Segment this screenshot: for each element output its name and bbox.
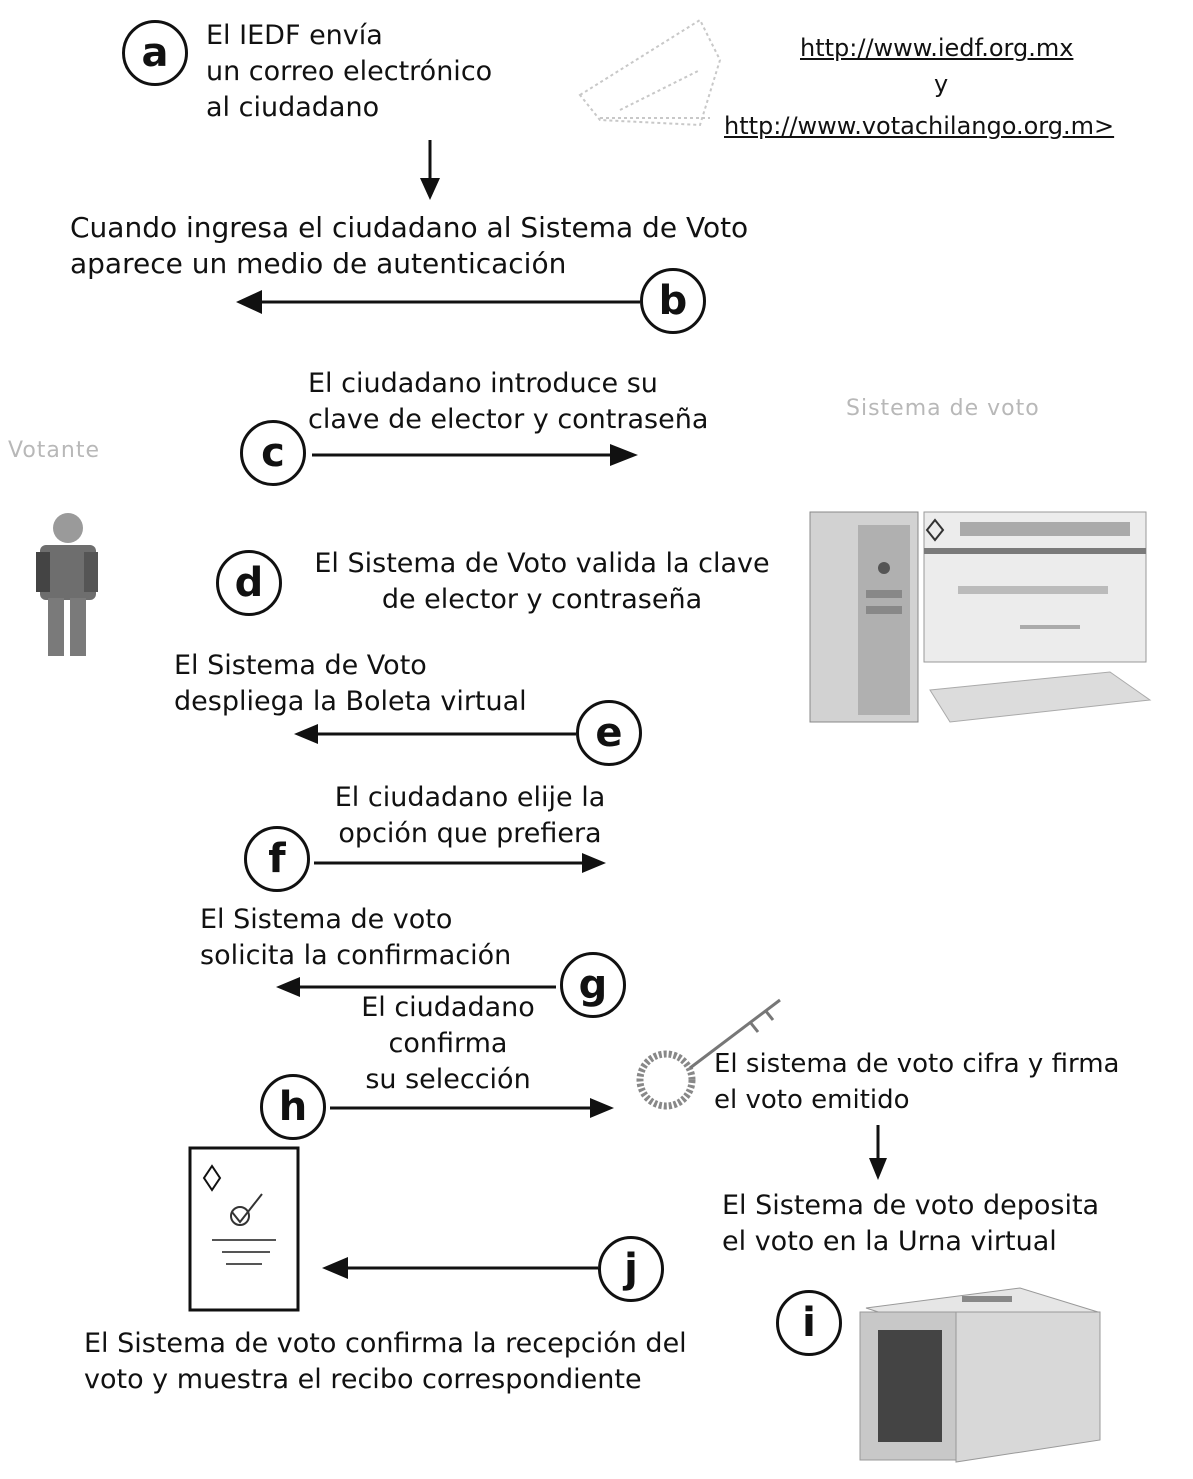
step-e-line: despliega la Boleta virtual (174, 686, 527, 717)
deposita-line: El Sistema de voto deposita (722, 1190, 1100, 1221)
step-f-line: opción que prefiera (338, 818, 602, 849)
step-g-text: El Sistema de voto solicita la confirmac… (200, 902, 511, 974)
deposita-text: El Sistema de voto deposita el voto en l… (722, 1188, 1099, 1260)
system-label: Sistema de voto (846, 396, 1040, 421)
deposita-line: el voto en la Urna virtual (722, 1226, 1057, 1257)
step-i-circle: i (776, 1290, 842, 1356)
cifra-line: el voto emitido (714, 1085, 910, 1115)
arrow-f-right (314, 853, 606, 873)
network-sketch-icon (578, 18, 722, 127)
arrow-b-left (236, 290, 640, 314)
step-c-circle: c (240, 420, 306, 486)
voter-label: Votante (8, 438, 101, 463)
step-a-line: El IEDF envía (206, 20, 383, 51)
arrow-e-left (294, 724, 576, 744)
step-j-line: El Sistema de voto confirma la recepción… (84, 1328, 687, 1359)
step-g-circle: g (560, 952, 626, 1018)
step-h-circle: h (260, 1074, 326, 1140)
step-j-line: voto y muestra el recibo correspondiente (84, 1364, 642, 1395)
computer-icon (809, 511, 1152, 723)
step-h-line: confirma (388, 1028, 508, 1059)
cifra-line: El sistema de voto cifra y firma (714, 1049, 1120, 1079)
step-b-circle: b (640, 268, 706, 334)
arrow-h-right (330, 1098, 614, 1118)
receipt-document-icon (188, 1146, 300, 1312)
step-a-text: El IEDF envía un correo electrónico al c… (206, 18, 492, 126)
links-joiner: y (934, 70, 949, 98)
step-f-text: El ciudadano elije la opción que prefier… (300, 780, 640, 852)
step-f-line: El ciudadano elije la (334, 782, 606, 813)
key-icon (636, 998, 781, 1110)
cifra-text: El sistema de voto cifra y firma el voto… (714, 1046, 1119, 1118)
step-e-circle: e (576, 700, 642, 766)
step-h-text: El ciudadano confirma su selección (328, 990, 568, 1098)
arrow-cifra-down (869, 1125, 887, 1180)
step-c-text: El ciudadano introduce su clave de elect… (308, 366, 708, 438)
step-b-line: aparece un medio de autenticación (70, 247, 567, 280)
step-d-line: El Sistema de Voto valida la clave (314, 548, 770, 579)
iedf-link[interactable]: http://www.iedf.org.mx (800, 34, 1074, 62)
step-e-line: El Sistema de Voto (174, 650, 427, 681)
step-d-circle: d (216, 550, 282, 616)
step-j-circle: j (598, 1236, 664, 1302)
ballot-box-icon (859, 1287, 1101, 1463)
step-b-line: Cuando ingresa el ciudadano al Sistema d… (70, 211, 749, 244)
step-h-line: su selección (365, 1064, 531, 1095)
arrow-c-right (312, 444, 638, 466)
step-f-circle: f (244, 826, 310, 892)
arrow-a-down (420, 140, 440, 200)
step-c-line: clave de elector y contraseña (308, 404, 709, 435)
arrow-j-left (322, 1257, 598, 1279)
step-g-line: El Sistema de voto (200, 904, 453, 935)
step-c-line: El ciudadano introduce su (308, 368, 658, 399)
votachilango-link[interactable]: http://www.votachilango.org.m> (724, 112, 1115, 140)
arrow-g-left (276, 977, 556, 997)
step-a-circle: a (122, 20, 188, 86)
voter-figure-icon (36, 513, 98, 656)
step-b-text: Cuando ingresa el ciudadano al Sistema d… (70, 210, 748, 282)
step-j-text: El Sistema de voto confirma la recepción… (84, 1326, 687, 1398)
step-d-text: El Sistema de Voto valida la clave de el… (292, 546, 792, 618)
step-a-line: un correo electrónico (206, 56, 493, 87)
step-d-line: de elector y contraseña (381, 584, 703, 615)
step-e-text: El Sistema de Voto despliega la Boleta v… (174, 648, 527, 720)
step-a-line: al ciudadano (206, 92, 380, 123)
step-h-line: El ciudadano (361, 992, 535, 1023)
step-g-line: solicita la confirmación (200, 940, 512, 971)
